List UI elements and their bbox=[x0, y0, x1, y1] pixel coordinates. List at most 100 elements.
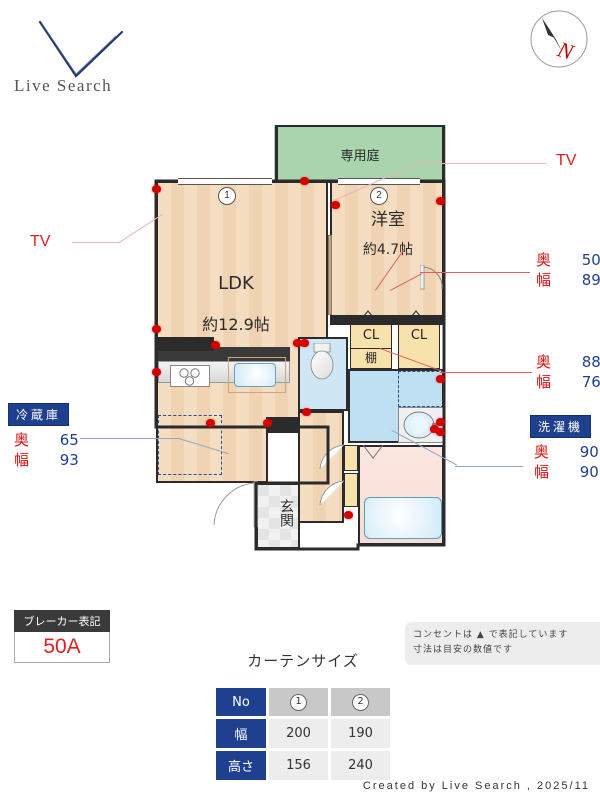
room-genkan-label: 玄関 bbox=[278, 499, 294, 527]
breaker-value: 50A bbox=[14, 632, 110, 663]
curtain-col-2-number: 2 bbox=[352, 694, 369, 711]
outlet-marker bbox=[152, 368, 161, 376]
outlet-marker bbox=[152, 185, 161, 193]
floor-plan: 専用庭 LDK 約12.9帖 洋室 約4.7帖 CL bbox=[148, 125, 460, 565]
table-row: 幅 200 190 bbox=[216, 719, 390, 748]
depth-value: 65 bbox=[59, 431, 79, 449]
outlet-marker bbox=[300, 339, 309, 347]
callout-washing-machine: 洗濯機 奥 90 幅 90 bbox=[530, 415, 599, 483]
outlet-marker bbox=[300, 177, 309, 185]
width-value: 89 bbox=[581, 271, 600, 290]
depth-value: 88 bbox=[581, 353, 600, 371]
tv-label-right: TV bbox=[556, 152, 577, 169]
leader-washing-machine bbox=[455, 466, 523, 467]
callout-fixture-upper-depth: 奥 50 bbox=[536, 250, 600, 270]
kitchen-wall-block bbox=[156, 337, 214, 351]
curtain-size-table: カーテンサイズ No 1 2 幅 200 190 高さ 156 240 bbox=[213, 650, 393, 783]
width-value: 76 bbox=[581, 373, 600, 392]
callout-fixture-upper: 奥 50 幅 89 bbox=[536, 250, 600, 291]
legend-note-line1: コンセントは ▲ で表記しています bbox=[413, 630, 569, 640]
room-garden: 専用庭 bbox=[276, 125, 444, 183]
curtain-row-header-height: 高さ bbox=[216, 751, 266, 780]
outlet-marker bbox=[436, 428, 445, 436]
room-ldk-label: LDK bbox=[218, 273, 254, 294]
entrance-door[interactable] bbox=[210, 480, 259, 529]
callout-refrigerator-width: 幅 93 bbox=[14, 450, 79, 470]
curtain-row-header-width: 幅 bbox=[216, 719, 266, 748]
leader-fixture-upper bbox=[420, 272, 530, 273]
check-swoosh-icon bbox=[38, 20, 124, 78]
breaker-header: ブレーカー表記 bbox=[14, 610, 110, 632]
tv-label-left: TV bbox=[30, 233, 51, 250]
corridor-door-swings bbox=[306, 443, 346, 513]
outlet-marker bbox=[436, 375, 445, 383]
bathtub-icon bbox=[364, 497, 442, 539]
window-marker-2: 2 bbox=[370, 187, 388, 205]
width-key: 幅 bbox=[536, 271, 552, 290]
closet-right-label: CL bbox=[410, 328, 428, 343]
outlet-marker bbox=[152, 325, 161, 333]
curtain-col-2: 2 bbox=[331, 688, 390, 716]
depth-key: 奥 bbox=[534, 443, 550, 461]
table-row: No 1 2 bbox=[216, 688, 390, 716]
outlet-marker bbox=[206, 419, 215, 427]
outlet-marker bbox=[302, 408, 311, 416]
closet-left[interactable]: CL bbox=[350, 323, 392, 349]
breaker-box: ブレーカー表記 50A bbox=[14, 610, 110, 663]
room-washitsu-area: 約4.7帖 bbox=[362, 242, 414, 258]
brand-logo: Live Search bbox=[8, 18, 198, 98]
closet-top-wall bbox=[330, 315, 444, 325]
curtain-col-1-number: 1 bbox=[290, 694, 307, 711]
compass-north-icon: N bbox=[528, 8, 590, 70]
callout-fixture-mid-width: 幅 76 bbox=[536, 372, 600, 392]
curtain-width-1: 200 bbox=[269, 719, 328, 748]
callout-fixture-upper-width: 幅 89 bbox=[536, 270, 600, 290]
outlet-marker bbox=[430, 425, 439, 433]
callout-refrigerator-title: 冷蔵庫 bbox=[8, 403, 70, 426]
sliding-partition bbox=[328, 235, 332, 315]
washitsu-door bbox=[419, 264, 444, 291]
curtain-row-header-no: No bbox=[216, 688, 266, 716]
callout-washing-machine-depth: 奥 90 bbox=[534, 442, 599, 462]
toilet-fixture-icon bbox=[308, 342, 336, 385]
width-key: 幅 bbox=[536, 373, 552, 392]
depth-key: 奥 bbox=[536, 353, 552, 371]
shelf-box: 棚 bbox=[350, 349, 392, 369]
window-2 bbox=[338, 178, 420, 185]
outlet-marker bbox=[211, 341, 220, 349]
depth-key: 奥 bbox=[536, 251, 552, 269]
leader-tv-right bbox=[418, 163, 546, 164]
corridor-door-upper[interactable] bbox=[344, 445, 358, 471]
closet-left-label: CL bbox=[362, 328, 380, 343]
shelf-label: 棚 bbox=[364, 351, 377, 365]
room-washitsu-label: 洋室 bbox=[371, 210, 405, 230]
corridor-door-lower[interactable] bbox=[344, 473, 358, 507]
stove-icon bbox=[170, 365, 210, 387]
leader-refrigerator bbox=[80, 438, 180, 439]
legend-note-line2: 寸法は目安の数値です bbox=[413, 645, 514, 656]
width-key: 幅 bbox=[534, 463, 550, 482]
callout-fixture-mid-depth: 奥 88 bbox=[536, 352, 600, 372]
bath-door bbox=[362, 444, 384, 459]
callout-washing-machine-title: 洗濯機 bbox=[530, 415, 592, 438]
outlet-marker bbox=[331, 201, 340, 209]
depth-value: 50 bbox=[581, 251, 600, 269]
outlet-marker bbox=[436, 197, 445, 205]
curtain-col-1: 1 bbox=[269, 688, 328, 716]
depth-key: 奥 bbox=[14, 431, 30, 449]
callout-refrigerator: 冷蔵庫 奥 65 幅 93 bbox=[8, 403, 79, 471]
outlet-marker bbox=[436, 418, 445, 426]
width-value: 93 bbox=[59, 451, 79, 470]
footer-credit: Created by Live Search , 2025/11 bbox=[362, 780, 590, 792]
curtain-height-1: 156 bbox=[269, 751, 328, 780]
curtain-title: カーテンサイズ bbox=[247, 652, 359, 670]
width-value: 90 bbox=[579, 463, 599, 482]
outlet-marker bbox=[263, 419, 272, 427]
depth-value: 90 bbox=[579, 443, 599, 461]
brand-name: Live Search bbox=[14, 76, 113, 95]
window-1 bbox=[178, 178, 272, 185]
outlet-marker bbox=[293, 339, 302, 347]
curtain-width-2: 190 bbox=[331, 719, 390, 748]
callout-fixture-mid: 奥 88 幅 76 bbox=[536, 352, 600, 393]
room-garden-label: 専用庭 bbox=[340, 149, 380, 164]
